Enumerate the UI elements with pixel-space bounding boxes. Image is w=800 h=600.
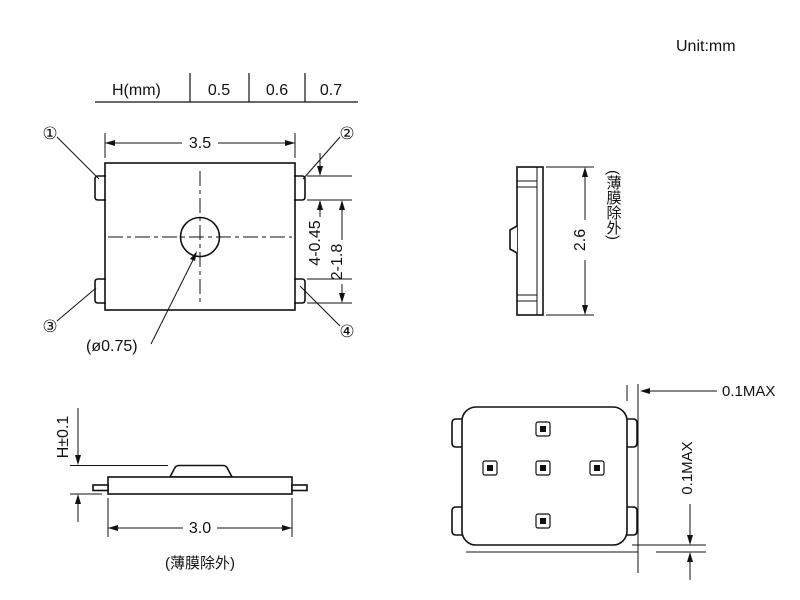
table-value: 0.6 bbox=[266, 82, 288, 99]
callout-1: ① bbox=[42, 124, 57, 143]
actuator-dome bbox=[168, 464, 234, 478]
top-view: 3.5 ① ② ③ ④ 4-0.45 2-1.8 (ø0.75) bbox=[42, 124, 354, 355]
pad-center bbox=[487, 465, 493, 471]
arrowhead bbox=[339, 293, 345, 303]
arrowhead bbox=[339, 200, 345, 210]
bottom-body-outline bbox=[461, 406, 628, 546]
depth-dimension-label: 2.6 bbox=[572, 229, 589, 251]
arrowhead bbox=[317, 200, 323, 210]
lead-left bbox=[92, 484, 109, 492]
arrowhead bbox=[105, 140, 115, 146]
pad-outline bbox=[482, 460, 498, 476]
tab-width-dimension-label: 4-0.45 bbox=[307, 220, 324, 265]
arrowhead bbox=[285, 140, 295, 146]
film-offset-side-label: 0.1MAX bbox=[679, 441, 696, 494]
bottom-view: 0.1MAX 0.1MAX bbox=[451, 383, 775, 580]
arrowhead bbox=[75, 455, 81, 465]
pad-center bbox=[540, 426, 546, 432]
base-width-dimension-label: 3.0 bbox=[189, 520, 211, 537]
front-view: H±0.1 3.0 (薄膜除外) bbox=[55, 408, 308, 572]
terminal-pad bbox=[535, 513, 551, 529]
pad-center bbox=[540, 465, 546, 471]
mounting-tab-bottom-left bbox=[94, 278, 106, 304]
arrowhead bbox=[582, 305, 588, 315]
actuator-bump bbox=[509, 225, 518, 254]
arrowhead bbox=[75, 494, 81, 504]
leader-line bbox=[150, 259, 194, 345]
callout-2: ② bbox=[339, 124, 354, 143]
mounting-tab-top-left bbox=[451, 418, 462, 448]
mounting-tab-bottom-right bbox=[627, 506, 638, 536]
side-body-outline bbox=[516, 166, 544, 316]
film-offset-top-label: 0.1MAX bbox=[722, 383, 775, 400]
arrowhead bbox=[582, 167, 588, 177]
arrowhead bbox=[687, 535, 693, 545]
hole-diameter-label: (ø0.75) bbox=[86, 338, 138, 355]
leader-line bbox=[56, 287, 97, 322]
tab-pitch-dimension-label: 2-1.8 bbox=[329, 244, 346, 281]
arrowhead bbox=[687, 552, 693, 562]
terminal-pad bbox=[589, 460, 605, 476]
mounting-tab-bottom-left bbox=[451, 506, 462, 536]
pad-outline bbox=[535, 421, 551, 437]
pad-outline bbox=[535, 513, 551, 529]
arrowhead bbox=[282, 525, 292, 531]
leader-line bbox=[56, 136, 100, 180]
terminal-pad bbox=[482, 460, 498, 476]
arrowhead bbox=[317, 166, 323, 176]
table-header: H(mm) bbox=[112, 82, 161, 99]
pad-center bbox=[540, 518, 546, 524]
leader-line bbox=[299, 285, 341, 327]
pad-outline bbox=[535, 460, 551, 476]
width-dimension-label: 3.5 bbox=[189, 135, 211, 152]
leader-line bbox=[302, 136, 341, 180]
film-excluded-note: (薄膜除外) bbox=[165, 555, 235, 572]
height-dimension-label: H±0.1 bbox=[55, 416, 72, 459]
table-value: 0.5 bbox=[208, 82, 230, 99]
arrowhead bbox=[108, 525, 118, 531]
pad-outline bbox=[589, 460, 605, 476]
arrowhead bbox=[640, 388, 650, 394]
film-excluded-note-vertical: (薄膜除外) bbox=[605, 170, 622, 240]
height-table: H(mm) 0.5 0.6 0.7 bbox=[95, 73, 358, 103]
base-plate bbox=[107, 476, 293, 495]
actuator-hole bbox=[179, 216, 221, 258]
pad-center bbox=[594, 465, 600, 471]
unit-label: Unit:mm bbox=[676, 38, 736, 55]
callout-3: ③ bbox=[42, 317, 57, 336]
mounting-tab-top-right bbox=[294, 175, 306, 201]
terminal-pad bbox=[535, 460, 551, 476]
callout-4: ④ bbox=[339, 322, 354, 341]
switch-body-outline bbox=[104, 162, 296, 311]
terminal-pad bbox=[535, 421, 551, 437]
side-view: 2.6 (薄膜除外) bbox=[509, 166, 622, 316]
mounting-tab-top-right bbox=[627, 418, 638, 448]
table-value: 0.7 bbox=[320, 82, 342, 99]
arrowhead bbox=[190, 251, 197, 261]
lead-right bbox=[291, 484, 308, 492]
